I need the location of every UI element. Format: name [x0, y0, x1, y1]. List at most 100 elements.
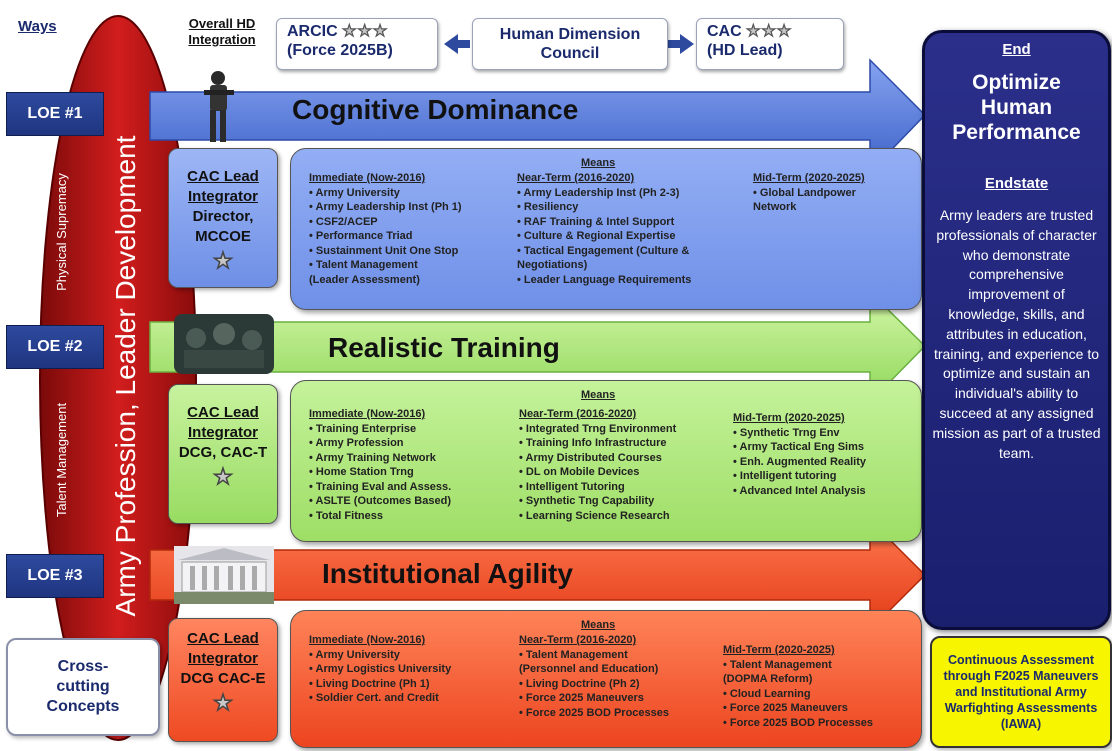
list-item: • Army Logistics University	[309, 663, 452, 675]
list-item: • Talent Management	[723, 658, 832, 671]
immediate-column: Immediate (Now-2016) • Army University •…	[309, 633, 451, 706]
cac-sub: (HD Lead)	[707, 42, 783, 59]
loe3-label: LOE #3	[6, 554, 104, 598]
list-item: Network	[753, 201, 797, 213]
means-label: Means	[581, 619, 616, 631]
near-term-column: Near-Term (2016-2020) • Army Leadership …	[517, 171, 691, 287]
column-head: Immediate (Now-2016)	[309, 634, 426, 646]
means-label: Means	[581, 157, 616, 169]
list-item: • CSF2/ACEP	[309, 215, 378, 228]
soldier-image	[204, 71, 234, 142]
means-box-2: Means Immediate (Now-2016) • Training En…	[290, 380, 922, 542]
list-item: • Learning Science Research	[519, 509, 670, 522]
list-item: (Personnel and Education)	[519, 663, 659, 675]
near-term-column: Near-Term (2016-2020) • Talent Managemen…	[519, 633, 669, 720]
physical-supremacy-label: Physical Supremacy	[54, 173, 69, 291]
list-item: (DOPMA Reform)	[723, 673, 813, 685]
list-item: • Soldier Cert. and Credit	[309, 692, 439, 704]
column-head: Mid-Term (2020-2025)	[733, 412, 845, 424]
cross-cutting-box: Cross-cutting Concepts	[6, 638, 160, 736]
talent-management-label: Talent Management	[54, 402, 69, 518]
list-item: • Living Doctrine (Ph 2)	[519, 677, 640, 690]
list-item: • Intelligent Tutoring	[519, 480, 625, 493]
list-item: • Force 2025 BOD Processes	[519, 706, 669, 719]
column-head: Immediate (Now-2016)	[309, 408, 426, 420]
list-item: • Force 2025 Maneuvers	[723, 702, 848, 714]
arcic-stars: ★★★	[342, 23, 389, 41]
continuous-assessment-box: Continuous Assessment through F2025 Mane…	[930, 636, 1112, 748]
cac-stars: ★★★	[746, 23, 793, 41]
end-label: End	[1002, 41, 1031, 58]
list-item: • Total Fitness	[309, 509, 383, 522]
cac-label: CAC	[707, 23, 742, 40]
cac-box: CAC ★★★ (HD Lead)	[696, 18, 844, 70]
immediate-column: Immediate (Now-2016) • Training Enterpri…	[309, 407, 451, 523]
means-box-1: Means Immediate (Now-2016) • Army Univer…	[290, 148, 922, 310]
column-head: Near-Term (2016-2020)	[519, 408, 637, 420]
list-item: • DL on Mobile Devices	[519, 466, 640, 478]
loe1-title: Cognitive Dominance	[292, 94, 579, 125]
mid-term-column: Mid-Term (2020-2025) • Global Landpower …	[753, 171, 865, 215]
end-panel: End Optimize Human Performance Endstate …	[922, 30, 1111, 630]
list-item: • Army Profession	[309, 437, 404, 449]
list-item: • RAF Training & Intel Support	[517, 215, 675, 228]
list-item: • Army Tactical Eng Sims	[733, 441, 865, 453]
leader-development-label: Army Profession, Leader Development	[110, 135, 141, 617]
arcic-label: ARCIC	[287, 23, 338, 40]
left-connector-arrow	[444, 34, 470, 54]
list-item: • Leader Language Requirements	[517, 273, 692, 286]
endstate-text: Army leaders are trusted professionals o…	[932, 207, 1101, 461]
human-dimension-council-box: Human Dimension Council	[472, 18, 668, 70]
list-item: (Leader Assessment)	[309, 273, 420, 286]
list-item: • Talent Management	[309, 259, 418, 271]
list-item: Negotiations)	[517, 259, 588, 271]
list-item: • Intelligent tutoring	[733, 470, 837, 482]
list-item: • Training Enterprise	[309, 422, 417, 435]
list-item: • Sustainment Unit One Stop	[309, 244, 459, 257]
list-item: • Tactical Engagement (Culture &	[517, 244, 690, 257]
star-icon: ★	[213, 690, 233, 715]
arcic-box: ARCIC ★★★ (Force 2025B)	[276, 18, 438, 70]
loe1-label: LOE #1	[6, 92, 104, 136]
cac-lead-box-3: CAC Lead Integrator DCG CAC-E ★	[168, 618, 278, 742]
near-term-column: Near-Term (2016-2020) • Integrated Trng …	[519, 407, 676, 523]
column-head: Near-Term (2016-2020)	[517, 172, 635, 184]
column-head: Immediate (Now-2016)	[309, 172, 426, 184]
cac-lead-who: DCG CAC-E	[180, 670, 266, 687]
list-item: • Enh. Augmented Reality	[733, 455, 867, 468]
loe3-title: Institutional Agility	[322, 558, 573, 589]
column-head: Near-Term (2016-2020)	[519, 634, 637, 646]
end-title: Optimize Human Performance	[952, 71, 1081, 144]
cac-lead-who: Director, MCCOE	[192, 208, 254, 245]
list-item: • ASLTE (Outcomes Based)	[309, 495, 451, 507]
building-image	[174, 546, 274, 604]
right-connector-arrow	[668, 34, 694, 54]
list-item: • Army University	[309, 648, 400, 661]
loe2-label: LOE #2	[6, 325, 104, 369]
list-item: • Resiliency	[517, 201, 579, 213]
training-photo	[174, 314, 274, 374]
arcic-sub: (Force 2025B)	[287, 42, 393, 59]
cac-lead-label: CAC Lead Integrator	[187, 404, 259, 441]
list-item: • Army Leadership Inst (Ph 2-3)	[517, 186, 680, 199]
means-label: Means	[581, 389, 616, 401]
endstate-label: Endstate	[984, 175, 1049, 192]
column-head: Mid-Term (2020-2025)	[753, 172, 865, 184]
cac-lead-label: CAC Lead Integrator	[187, 630, 259, 667]
mid-term-column: Mid-Term (2020-2025) • Talent Management…	[723, 643, 873, 730]
list-item: • Training Eval and Assess.	[309, 480, 452, 493]
cac-lead-box-2: CAC Lead Integrator DCG, CAC-T ★	[168, 384, 278, 524]
list-item: • Force 2025 BOD Processes	[723, 716, 873, 729]
list-item: • Army Distributed Courses	[519, 451, 662, 464]
list-item: • Synthetic Tng Capability	[519, 495, 655, 507]
list-item: • Training Info Infrastructure	[519, 437, 667, 449]
list-item: • Talent Management	[519, 648, 628, 661]
list-item: • Performance Triad	[309, 230, 413, 242]
list-item: • Living Doctrine (Ph 1)	[309, 677, 430, 690]
list-item: • Synthetic Trng Env	[733, 426, 840, 439]
loe2-title: Realistic Training	[328, 332, 560, 363]
list-item: • Culture & Regional Expertise	[517, 230, 676, 242]
cac-lead-who: DCG, CAC-T	[178, 444, 268, 461]
loe1-arrow	[149, 58, 927, 174]
list-item: • Army Training Network	[309, 451, 436, 464]
